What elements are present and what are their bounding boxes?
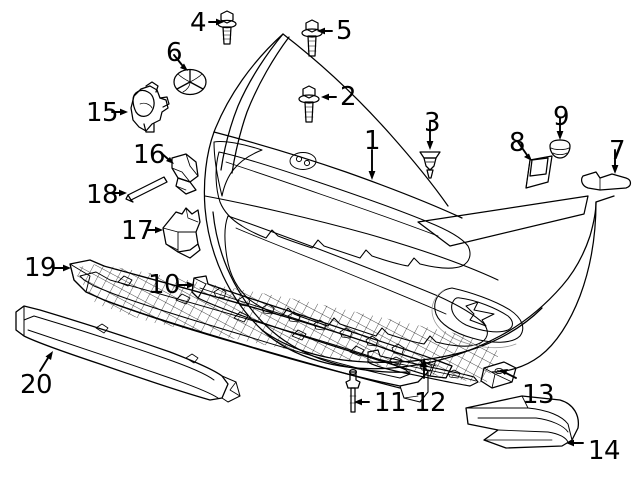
callout-label-8[interactable]: 8 <box>509 128 526 158</box>
part-16-mounting-clip <box>171 153 199 195</box>
callout-label-13[interactable]: 13 <box>522 380 555 410</box>
part-19-center-mesh-grille <box>69 259 500 403</box>
callout-label-12[interactable]: 12 <box>414 388 447 418</box>
upper-grille-opening <box>213 140 471 269</box>
callout-label-20[interactable]: 20 <box>20 370 53 400</box>
part-17-mounting-bracket <box>162 207 201 259</box>
callout-label-6[interactable]: 6 <box>166 38 183 68</box>
part-11-expansion-pin-rivet <box>345 368 361 413</box>
callout-label-18[interactable]: 18 <box>86 180 119 210</box>
part-5-hex-flange-bolt <box>301 19 323 57</box>
part-7-bracket-retainer <box>581 171 632 191</box>
part-9-round-cap-plug <box>549 139 571 159</box>
part-3-push-rivet-clip <box>419 151 441 179</box>
part-8-side-trim-strip <box>525 155 553 189</box>
callout-label-15[interactable]: 15 <box>86 98 119 128</box>
callout-label-17[interactable]: 17 <box>121 216 154 246</box>
part-6-star-emblem <box>173 68 207 96</box>
callout-label-9[interactable]: 9 <box>553 102 570 132</box>
part-15-sensor-bracket <box>130 81 170 133</box>
callout-label-10[interactable]: 10 <box>148 270 181 300</box>
emblem-mount-hole <box>289 152 317 170</box>
callout-label-2[interactable]: 2 <box>340 82 357 112</box>
callout-arrows <box>39 18 619 447</box>
part-4-hex-flange-bolt <box>217 10 237 45</box>
part-2-hex-flange-bolt <box>298 85 320 123</box>
callout-label-5[interactable]: 5 <box>336 16 353 46</box>
part-18-retaining-rod <box>125 176 168 203</box>
callout-label-7[interactable]: 7 <box>609 136 626 166</box>
callout-label-14[interactable]: 14 <box>588 436 621 466</box>
callout-label-19[interactable]: 19 <box>24 253 57 283</box>
part-20-lower-air-dam-panel <box>15 305 241 403</box>
callout-label-16[interactable]: 16 <box>133 140 166 170</box>
callout-label-4[interactable]: 4 <box>190 8 207 38</box>
callout-label-11[interactable]: 11 <box>374 388 407 418</box>
callout-label-1[interactable]: 1 <box>364 126 381 156</box>
callout-label-3[interactable]: 3 <box>424 108 441 138</box>
right-side-panel-segment <box>417 195 589 247</box>
part-14-air-deflector-fin <box>465 395 580 449</box>
